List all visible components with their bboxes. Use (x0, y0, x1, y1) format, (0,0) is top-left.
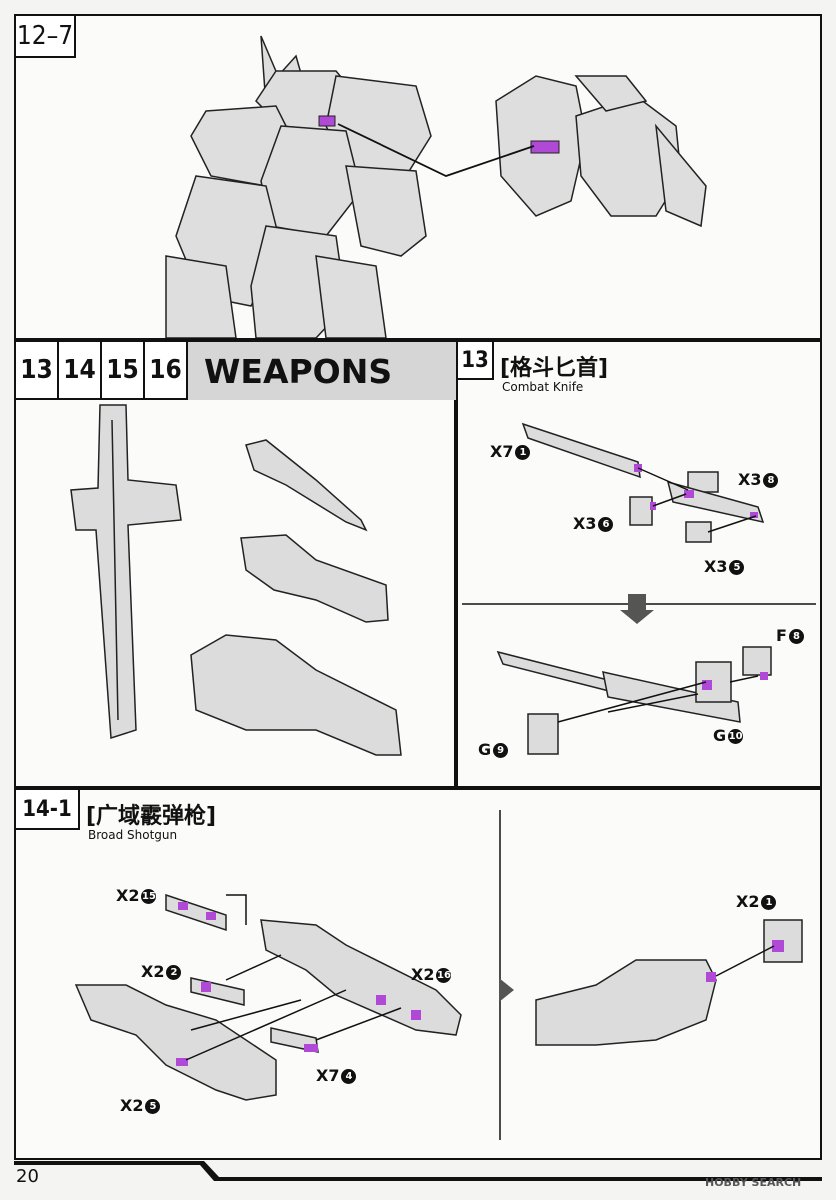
shoulder-joint-marker (530, 140, 560, 154)
knife-title-cn: [格斗匕首] (500, 356, 609, 381)
step-13-panel: 13 [格斗匕首] Combat Knife (456, 340, 822, 788)
shotgun-assembly-diagram (74, 810, 803, 1140)
watermark: HOBBY SEARCH (705, 1176, 802, 1189)
weapons-illustration (70, 404, 402, 756)
panel-step-12-7: 12–7 (14, 14, 822, 340)
step-number-14-1: 14-1 (14, 788, 80, 830)
weapons-overview-panel: 13 14 15 16 WEAPONS (14, 340, 456, 788)
down-arrow-icon (620, 594, 654, 624)
shotgun-title-en: Broad Shotgun (88, 828, 178, 842)
combat-knife-shape (245, 439, 368, 532)
robot-torso-illustration (165, 35, 707, 338)
page-number: 20 (16, 1166, 39, 1187)
step-number-14: 14 (57, 340, 102, 400)
step-14-1-panel: 14-1 [广域霰弹枪] Broad Shotgun (14, 788, 822, 1160)
rifle-shape (240, 534, 389, 623)
weapons-title: WEAPONS (204, 352, 393, 391)
step-number-15: 15 (100, 340, 145, 400)
shotgun-shape (190, 634, 402, 756)
step-number-13-knife: 13 (456, 340, 494, 380)
step-number-12-7: 12–7 (14, 14, 76, 58)
shotgun-title-cn: [广域霰弹枪] (86, 804, 217, 829)
knife-assembly-diagram (462, 422, 816, 755)
step-number-13: 13 (14, 340, 59, 400)
right-arrow-icon (499, 978, 514, 1002)
step-number-16: 16 (143, 340, 188, 400)
weapons-header-bar (188, 342, 456, 400)
footer-bar (14, 1161, 822, 1181)
assembled-shotgun-shape (535, 959, 717, 1046)
knife-title-en: Combat Knife (502, 380, 584, 394)
greatsword-shape (70, 404, 182, 740)
mount-point-marker (318, 115, 336, 127)
